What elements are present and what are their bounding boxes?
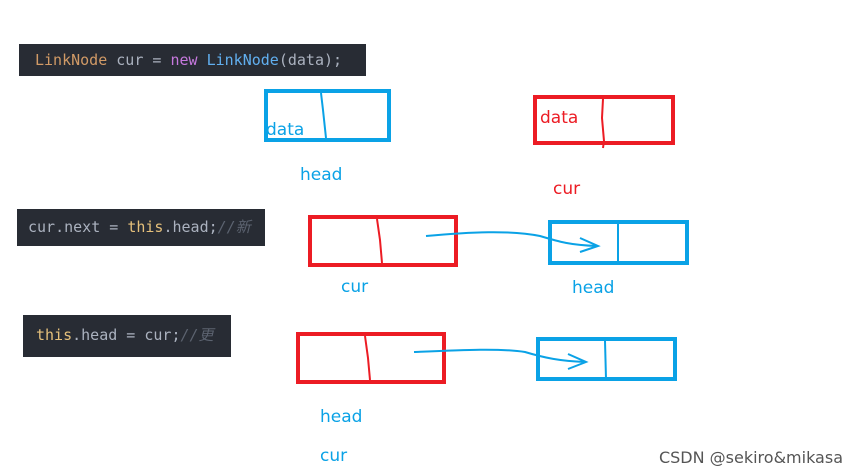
head-label: head (320, 407, 363, 427)
head-label: head (572, 278, 615, 298)
code-snippet-set-next: cur.next = this.head;//新 (17, 209, 265, 246)
next-arrow (425, 231, 601, 253)
node-box-red-3 (296, 332, 446, 384)
node-box-red-2 (308, 215, 458, 267)
code-snippet-new-node: LinkNode cur = new LinkNode(data); (19, 44, 366, 76)
code-token: (data); (278, 51, 343, 69)
code-token: this (36, 326, 73, 344)
node-divider (364, 335, 371, 381)
node-data-label: data (266, 120, 305, 140)
node-divider (604, 340, 607, 380)
code-token: new (170, 51, 198, 69)
cur-label: cur (320, 446, 348, 466)
node-box-blue-3 (536, 337, 677, 381)
code-token: .head = cur; (72, 326, 181, 344)
code-token: //更 (180, 326, 214, 344)
code-token: LinkNode (35, 51, 108, 69)
node-data-label: data (540, 108, 579, 128)
cur-label: cur (553, 179, 581, 199)
node-divider (320, 92, 327, 139)
code-token: this (127, 218, 164, 236)
head-label: head (300, 165, 343, 185)
cur-label: cur (341, 277, 369, 297)
node-box-blue-2 (548, 220, 689, 265)
code-token: cur.next = (28, 218, 128, 236)
code-token: cur = (107, 51, 171, 69)
node-divider (600, 98, 606, 149)
node-divider (376, 218, 383, 264)
code-token: //新 (217, 218, 251, 236)
code-token: LinkNode (197, 51, 279, 69)
next-arrow (413, 348, 589, 370)
code-token: .head; (163, 218, 218, 236)
watermark: CSDN @sekiro&mikasa (658, 448, 843, 467)
node-box-blue-1 (264, 89, 391, 142)
code-snippet-update-head: this.head = cur;//更 (23, 315, 231, 357)
